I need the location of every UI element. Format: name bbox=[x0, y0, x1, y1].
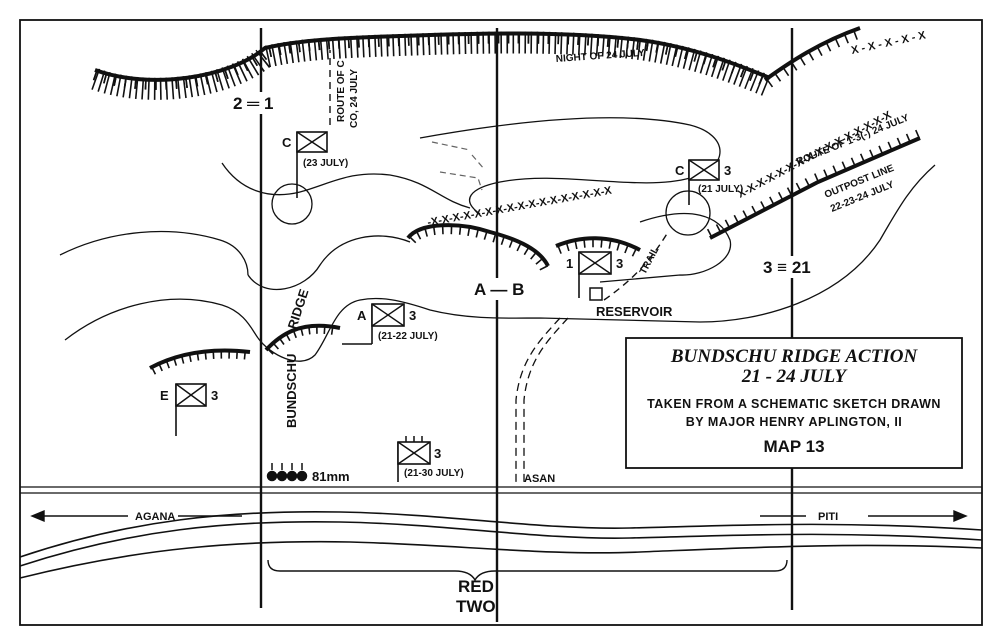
hatch-tick bbox=[279, 338, 284, 345]
agana-label: AGANA bbox=[135, 511, 175, 523]
hatch-tick bbox=[319, 40, 320, 50]
legend-box: BUNDSCHU RIDGE ACTION 21 - 24 JULY TAKEN… bbox=[626, 338, 962, 468]
unit-e: E 3 bbox=[160, 384, 218, 436]
legend-source-1: TAKEN FROM A SCHEMATIC SKETCH DRAWN bbox=[647, 397, 941, 411]
hatch-tick bbox=[617, 38, 618, 48]
piti-arrow bbox=[868, 511, 966, 521]
reservoir-label: RESERVOIR bbox=[596, 304, 673, 319]
hatch-tick bbox=[805, 178, 809, 186]
legend-title: BUNDSCHU RIDGE ACTION bbox=[670, 346, 919, 367]
agana-arrow bbox=[32, 511, 128, 521]
unit-c-left-date: (23 JULY) bbox=[303, 158, 348, 169]
ridge-label-ridge: RIDGE bbox=[285, 287, 312, 331]
hatch-tick bbox=[588, 35, 589, 45]
hatch-tick bbox=[775, 73, 781, 81]
hatch-tick bbox=[627, 39, 628, 49]
hatch-tick bbox=[409, 236, 415, 242]
reservoir-marker bbox=[590, 288, 602, 300]
beach-brace bbox=[268, 560, 787, 580]
boundary-label-right: 3 ≡ 21 bbox=[763, 258, 811, 277]
hatch-tick bbox=[349, 38, 350, 48]
route-c-line1: ROUTE OF C bbox=[336, 60, 347, 122]
unit-1-letter: 1 bbox=[566, 256, 573, 271]
unit-a-size: 3 bbox=[409, 308, 416, 323]
hatch-tick bbox=[536, 258, 543, 264]
ridge-label-bundschu: BUNDSCHU bbox=[284, 354, 299, 428]
unit-c-left-letter: C bbox=[282, 135, 292, 150]
hatch-tick bbox=[273, 343, 278, 349]
boundary-label-left: 2 ═ 1 bbox=[233, 94, 273, 113]
route-c-line2: CO, 24 JULY bbox=[349, 69, 360, 128]
hatch-tick bbox=[135, 79, 136, 89]
hatch-tick bbox=[826, 42, 830, 51]
hatch-tick bbox=[800, 57, 805, 66]
unit-c-right-letter: C bbox=[675, 163, 685, 178]
hatch-tick bbox=[460, 226, 461, 235]
wire-line-top: X - X - X - X - X bbox=[850, 29, 927, 57]
mortar-symbols bbox=[268, 463, 307, 481]
unit-c-right-date: (21 JULY) bbox=[698, 184, 743, 195]
trail-label: TRAIL bbox=[638, 245, 662, 276]
hatch-tick bbox=[244, 352, 245, 360]
asan-label: ASAN bbox=[524, 473, 555, 485]
hatch-tick bbox=[176, 79, 177, 89]
hatch-tick bbox=[205, 352, 206, 360]
unit-hq-size: 3 bbox=[434, 446, 441, 461]
unit-hq-date: (21-30 JULY) bbox=[404, 468, 464, 479]
hatch-tick bbox=[598, 36, 599, 46]
unit-a-date: (21-22 JULY) bbox=[378, 331, 438, 342]
hatch-tick bbox=[817, 47, 822, 56]
hatch-tick bbox=[743, 211, 747, 219]
unit-1-size: 3 bbox=[616, 256, 623, 271]
boundary-label-center: A — B bbox=[474, 280, 524, 299]
mortar-label: 81mm bbox=[312, 469, 350, 484]
unit-hq: 3 (21-30 JULY) bbox=[398, 436, 464, 482]
hatch-tick bbox=[309, 326, 310, 334]
beach-label-two: TWO bbox=[456, 597, 496, 616]
piti-label: PITI bbox=[818, 511, 838, 523]
hatch-tick bbox=[329, 39, 330, 49]
unit-c-right: C 3 (21 JULY) bbox=[675, 160, 743, 205]
unit-e-size: 3 bbox=[211, 388, 218, 403]
hatch-tick bbox=[324, 326, 325, 334]
hatch-tick bbox=[725, 220, 729, 228]
legend-map-number: MAP 13 bbox=[763, 437, 824, 456]
hatch-tick bbox=[809, 52, 814, 61]
hatch-tick bbox=[844, 34, 848, 43]
hatch-tick bbox=[339, 39, 340, 49]
unit-c-right-size: 3 bbox=[724, 163, 731, 178]
hatch-tick bbox=[309, 41, 310, 51]
coastal-road bbox=[20, 487, 982, 493]
beach-label-red: RED bbox=[458, 577, 494, 596]
hatch-tick bbox=[761, 201, 765, 209]
hatch-tick bbox=[332, 327, 333, 335]
unit-a-letter: A bbox=[357, 308, 367, 323]
hatch-tick bbox=[779, 192, 783, 200]
unit-e-letter: E bbox=[160, 388, 169, 403]
hatch-tick bbox=[734, 215, 738, 223]
hatch-tick bbox=[835, 38, 839, 47]
asan-road bbox=[516, 318, 568, 485]
hatch-tick bbox=[752, 206, 756, 214]
hatch-tick bbox=[608, 37, 609, 47]
hatch-tick bbox=[796, 183, 800, 191]
erased-marks bbox=[432, 142, 485, 190]
unit-c-left: C (23 JULY) bbox=[282, 132, 348, 198]
legend-source-2: BY MAJOR HENRY APLINGTON, II bbox=[686, 415, 903, 429]
hatch-tick bbox=[601, 239, 602, 248]
hatch-tick bbox=[783, 67, 789, 75]
hatch-tick bbox=[531, 252, 537, 259]
night-line-label: NIGHT OF 24 JULY bbox=[555, 48, 645, 65]
unit-a: A 3 (21-22 JULY) bbox=[342, 304, 438, 344]
hatch-tick bbox=[416, 231, 420, 239]
hatch-tick bbox=[770, 197, 774, 205]
wire-line-ridge: -X-X-X-X-X-X-X-X-X-X-X-X-X-X-X-X-X bbox=[426, 185, 613, 229]
hatch-tick bbox=[540, 266, 548, 270]
legend-dates: 21 - 24 JULY bbox=[741, 366, 849, 387]
hatch-tick bbox=[708, 229, 712, 237]
hatch-tick bbox=[584, 239, 585, 248]
ridge-e-company bbox=[150, 351, 250, 368]
